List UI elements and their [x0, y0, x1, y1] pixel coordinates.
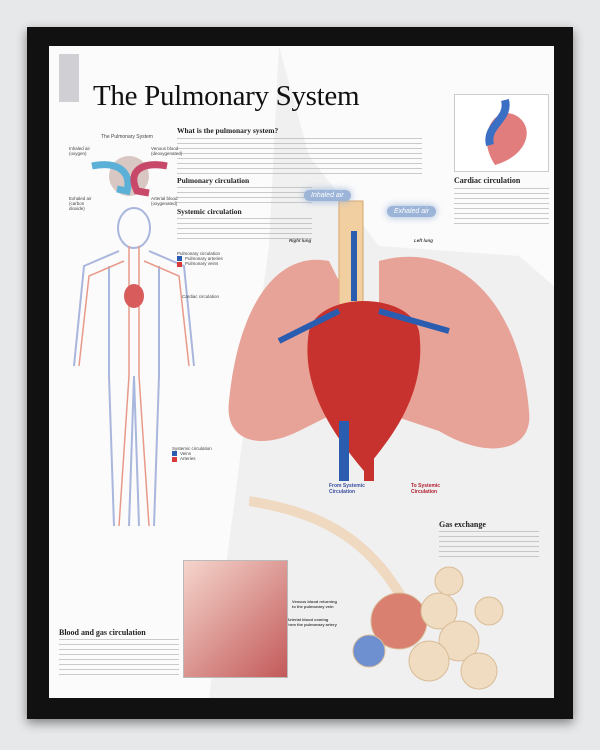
cycle-label: Venous blood (deoxygenated): [151, 146, 183, 156]
legend-pulmonary: Pulmonary circulation Pulmonary arteries…: [177, 251, 223, 267]
intro-heading: What is the pulmonary system?: [177, 126, 279, 135]
legend-item: Pulmonary arteries: [185, 256, 223, 261]
legend-item: Veins: [180, 451, 192, 456]
body-thumbnail: [59, 54, 79, 102]
legend-title: Systemic circulation: [172, 446, 212, 451]
section-heading: Systemic circulation: [177, 207, 242, 216]
swatch: [172, 456, 177, 462]
inhaled-air-label: Inhaled air: [304, 190, 351, 201]
legend-item: Arteries: [180, 456, 196, 462]
section-heading: Pulmonary circulation: [177, 176, 250, 185]
cardiac-label: Cardiac circulation: [182, 294, 220, 299]
gas-exchange-heading: Gas exchange: [439, 520, 486, 529]
blood-gas-heading: Blood and gas circulation: [59, 628, 146, 637]
blood-gas-inset: [183, 560, 288, 678]
legend-title: Pulmonary circulation: [177, 251, 221, 256]
blood-gas-text: [59, 639, 179, 677]
intro-text: [177, 138, 422, 178]
arterial-blood-label: Arterial blood coming from the pulmonary…: [287, 617, 337, 627]
cycle-label: Arterial blood (oxygenated): [151, 196, 178, 206]
legend-systemic: Systemic circulation Veins Arteries: [172, 446, 212, 462]
circulatory-figure: [73, 207, 195, 527]
from-systemic-label: From Systemic Circulation: [329, 483, 365, 495]
page-title: The Pulmonary System: [93, 80, 360, 112]
cardiac-text: [454, 188, 549, 226]
cycle-title: The Pulmonary System: [101, 134, 153, 140]
lungs-heart-illustration: [228, 200, 530, 481]
section-text: [177, 187, 312, 207]
right-lung-label: Right lung: [289, 238, 312, 243]
alveoli-illustration: [249, 496, 504, 690]
to-systemic-label: To Systemic Circulation: [411, 483, 441, 495]
gas-exchange-text: [439, 531, 539, 558]
cycle-diagram: [91, 156, 168, 197]
legend-item: Pulmonary veins: [185, 261, 219, 267]
cardiac-heading: Cardiac circulation: [454, 176, 521, 185]
cycle-label: Inhaled air (oxygen): [69, 146, 91, 156]
swatch: [177, 261, 182, 267]
exhaled-air-label: Exhaled air: [387, 206, 437, 217]
section-text: [177, 218, 312, 243]
poster: The Pulmonary System The Pulmonary Syste…: [49, 46, 554, 698]
venous-blood-label: Venous blood returning to the pulmonary …: [292, 599, 337, 609]
left-lung-label: Left lung: [414, 238, 433, 243]
cycle-label: Exhaled air (carbon dioxide): [69, 196, 92, 211]
cardiac-inset: [454, 94, 549, 172]
swatch: [172, 451, 177, 457]
swatch: [177, 256, 182, 262]
